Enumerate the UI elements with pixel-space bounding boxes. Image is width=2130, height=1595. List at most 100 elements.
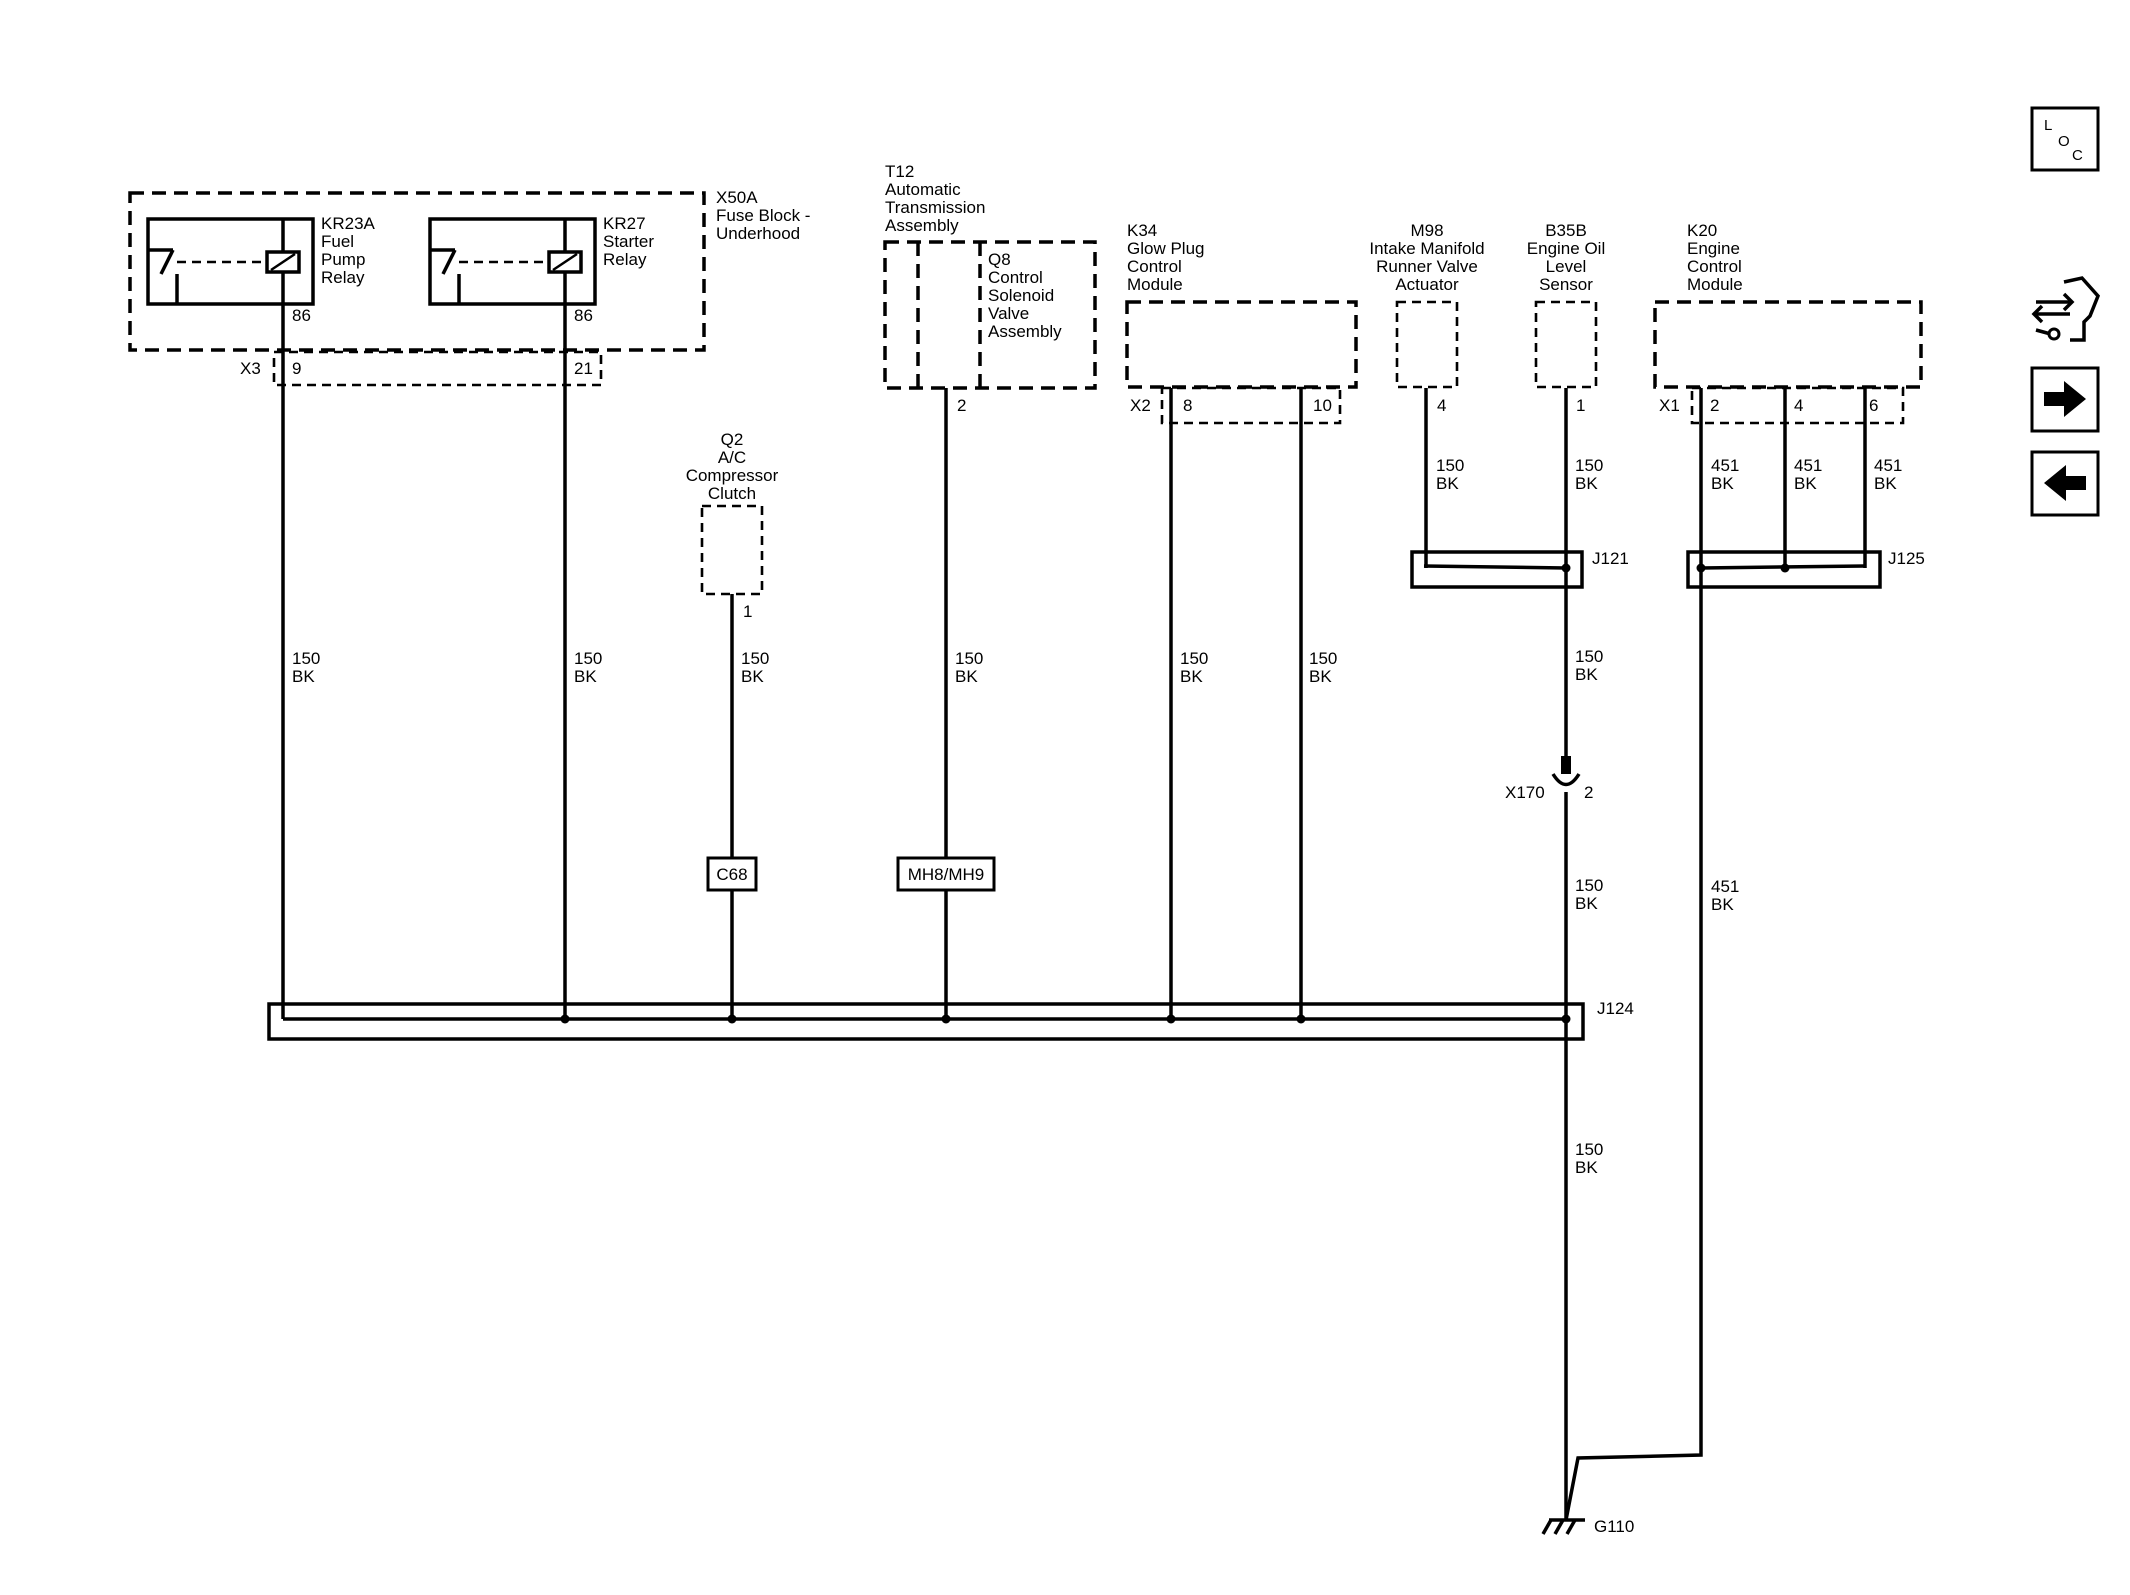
q2-pin: 1 (743, 602, 752, 621)
wire-k20-6-color: BK (1874, 474, 1897, 493)
wire-labels: 150 BK 150 BK 150 BK 150 BK 150 BK 150 B… (292, 456, 1902, 1177)
kr23a-pin: 86 (292, 306, 311, 325)
t12-name-3: Assembly (885, 216, 959, 235)
t12-automatic-transmission: T12 Automatic Transmission Assembly Q8 C… (883, 162, 1097, 415)
splice-j124: J124 (267, 999, 1634, 1041)
x3-id: X3 (240, 359, 261, 378)
m98-name-3: Actuator (1395, 275, 1459, 294)
previous-page-button[interactable] (2030, 450, 2100, 517)
b35b-name-3: Sensor (1539, 275, 1593, 294)
x50a-name-1: Fuse Block - (716, 206, 810, 225)
loc-icon: L O C (2044, 117, 2083, 164)
x3-pin-9: 9 (292, 359, 301, 378)
kr27-name-2: Relay (603, 250, 647, 269)
wire-j125-ground (1564, 568, 1703, 1521)
svg-text:O: O (2058, 133, 2070, 150)
wire-kr27-gauge: 150 (574, 649, 602, 668)
connector-mh8-mh9: MH8/MH9 (896, 856, 996, 892)
arrow-right-icon (2044, 381, 2086, 417)
b35b-name-1: Engine Oil (1527, 239, 1605, 258)
splice-j121: J121 (1410, 549, 1629, 589)
ground-g110: G110 (1541, 1517, 1634, 1536)
j125-label: J125 (1888, 549, 1925, 568)
k34-name-1: Glow Plug (1127, 239, 1204, 258)
k34-name-2: Control (1127, 257, 1182, 276)
wire-q2-color: BK (741, 667, 764, 686)
wire-b35b-gauge: 150 (1575, 456, 1603, 475)
wire-j124-out-color: BK (1575, 1158, 1598, 1177)
svg-text:L: L (2044, 117, 2052, 134)
kr27-name-1: Starter (603, 232, 654, 251)
next-page-button[interactable] (2030, 366, 2100, 433)
wire-m98-color: BK (1436, 474, 1459, 493)
k34-glow-plug-module: K34 Glow Plug Control Module X2 8 10 (1125, 221, 1358, 425)
q2-id: Q2 (721, 430, 744, 449)
kr27-id: KR27 (603, 214, 646, 233)
t12-pin: 2 (957, 396, 966, 415)
kr23a-fuel-pump-relay: KR23A Fuel Pump Relay 86 (146, 214, 376, 325)
kr23a-name-3: Relay (321, 268, 365, 287)
tools-icon (2031, 276, 2101, 342)
g110-label: G110 (1594, 1517, 1634, 1536)
x3-pin-21: 21 (574, 359, 593, 378)
b35b-pin: 1 (1576, 396, 1585, 415)
m98-name-2: Runner Valve (1376, 257, 1478, 276)
c68-label: C68 (716, 865, 747, 884)
k20-name-1: Engine (1687, 239, 1740, 258)
tools-button[interactable] (2031, 276, 2101, 342)
splice-j125: J125 (1686, 549, 1925, 589)
wire-t12-gauge: 150 (955, 649, 983, 668)
m98-intake-manifold-actuator: M98 Intake Manifold Runner Valve Actuato… (1369, 221, 1484, 415)
mh8-label: MH8/MH9 (908, 865, 985, 884)
wires (281, 304, 1867, 1521)
k34-pin-8: 8 (1183, 396, 1192, 415)
wire-k20-4-gauge: 451 (1794, 456, 1822, 475)
wire-k20-6-gauge: 451 (1874, 456, 1902, 475)
wire-x170-out-gauge: 150 (1575, 876, 1603, 895)
b35b-id: B35B (1545, 221, 1587, 240)
arrow-left-icon (2044, 465, 2086, 501)
k34-connector: X2 (1130, 396, 1151, 415)
wire-k34-8-color: BK (1180, 667, 1203, 686)
k20-engine-control-module: K20 Engine Control Module X1 2 4 6 (1653, 221, 1923, 425)
wire-k20-2-gauge: 451 (1711, 456, 1739, 475)
wire-k34-10-gauge: 150 (1309, 649, 1337, 668)
m98-pin: 4 (1437, 396, 1446, 415)
inline-connector-x170: X170 2 (1505, 756, 1593, 802)
x170-label: X170 (1505, 783, 1545, 802)
q8-id: Q8 (988, 250, 1011, 269)
wire-k20-4-color: BK (1794, 474, 1817, 493)
connector-c68: C68 (706, 856, 758, 892)
wire-kr23a-gauge: 150 (292, 649, 320, 668)
wire-j121-out-gauge: 150 (1575, 647, 1603, 666)
wire-k20-2-color: BK (1711, 474, 1734, 493)
wire-q2-gauge: 150 (741, 649, 769, 668)
k20-connector: X1 (1659, 396, 1680, 415)
m98-name-1: Intake Manifold (1369, 239, 1484, 258)
x50a-fuse-block: X50A Fuse Block - Underhood (128, 188, 810, 352)
svg-text:C: C (2072, 147, 2083, 164)
wire-j121-out-color: BK (1575, 665, 1598, 684)
b35b-name-2: Level (1546, 257, 1587, 276)
x3-connector: X3 9 21 (240, 350, 603, 387)
x170-pin: 2 (1584, 783, 1593, 802)
k34-id: K34 (1127, 221, 1157, 240)
kr23a-name-1: Fuel (321, 232, 354, 251)
wire-kr27-color: BK (574, 667, 597, 686)
q8-name-1: Control (988, 268, 1043, 287)
wire-t12-color: BK (955, 667, 978, 686)
k34-pin-10: 10 (1313, 396, 1332, 415)
wire-k34-8-gauge: 150 (1180, 649, 1208, 668)
q8-name-4: Assembly (988, 322, 1062, 341)
m98-id: M98 (1410, 221, 1443, 240)
loc-button[interactable]: L O C (2030, 106, 2100, 172)
k20-pin-2: 2 (1710, 396, 1719, 415)
k20-name-3: Module (1687, 275, 1743, 294)
wire-m98-gauge: 150 (1436, 456, 1464, 475)
kr27-starter-relay: KR27 Starter Relay 86 (428, 214, 654, 325)
kr23a-name-2: Pump (321, 250, 365, 269)
x50a-name-2: Underhood (716, 224, 800, 243)
q2-name-2: Compressor (686, 466, 779, 485)
k20-pin-4: 4 (1794, 396, 1803, 415)
